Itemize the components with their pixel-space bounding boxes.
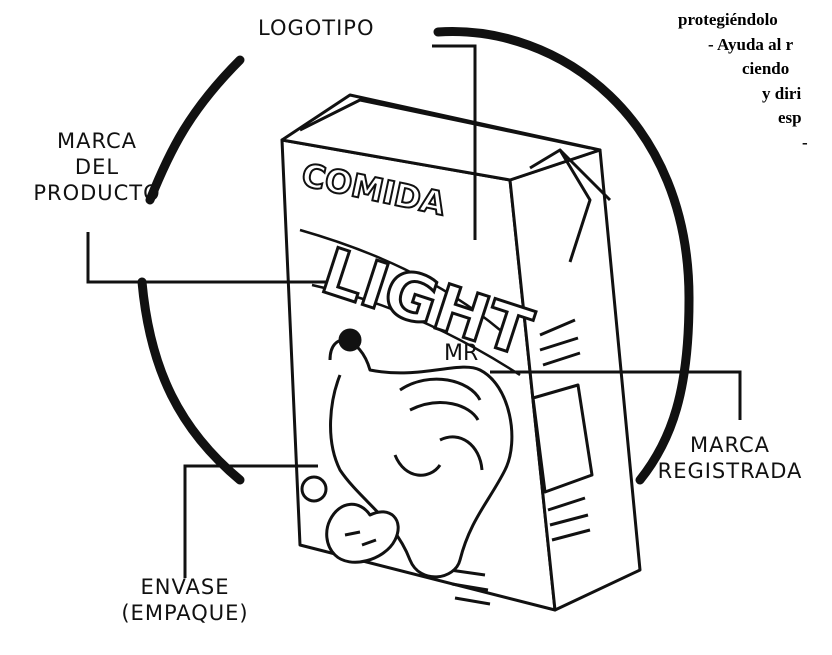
label-marca-del-producto: MARCA DEL PRODUCTO: [22, 128, 172, 206]
label-logotipo-text: LOGOTIPO: [258, 16, 375, 40]
side-text-line-3: ciendo: [742, 59, 790, 78]
label-registrada-line-1: MARCA: [689, 433, 771, 457]
label-marca-registrada: MARCA REGISTRADA: [645, 432, 815, 484]
label-marca-line-2: DEL: [74, 155, 120, 179]
box-top: [280, 93, 602, 182]
logotipo-leader: [432, 44, 477, 240]
circle-arc-left-upper: [145, 55, 245, 205]
label-registrada-line-2: REGISTRADA: [657, 459, 803, 483]
envase-leader: [183, 464, 318, 578]
label-envase-line-1: ENVASE: [140, 575, 230, 599]
label-envase: ENVASE (EMPAQUE): [110, 574, 260, 626]
side-text-line-5: esp: [778, 108, 802, 127]
character-drawing: [325, 328, 514, 579]
label-logotipo: LOGOTIPO: [258, 15, 375, 41]
side-text-block: protegiéndolo - Ayuda al r ciendo y diri…: [678, 8, 832, 155]
circle-arc-left-lower: [137, 277, 245, 485]
label-marca-line-1: MARCA: [56, 129, 138, 153]
side-text-line-2: - Ayuda al r: [708, 34, 794, 54]
circle-arcs: [137, 27, 694, 485]
marca-producto-leader: [86, 232, 330, 284]
side-text-line-4: y diri: [762, 83, 802, 103]
side-panel: [531, 383, 594, 494]
cereal-box: [280, 93, 642, 612]
registered-mark-text: MR: [444, 341, 478, 366]
side-text-line-6: -: [802, 132, 808, 152]
circle-arc-right: [635, 295, 694, 485]
light-band: [299, 228, 521, 377]
circle-arc-top: [433, 27, 694, 305]
leader-lines: [86, 44, 742, 578]
label-marca-line-3: PRODUCTO: [33, 181, 161, 205]
box-circle: [300, 475, 328, 503]
side-text-line-1: protegiéndolo: [678, 10, 778, 29]
marca-registrada-leader: [490, 370, 742, 420]
label-envase-line-2: (EMPAQUE): [121, 601, 249, 625]
